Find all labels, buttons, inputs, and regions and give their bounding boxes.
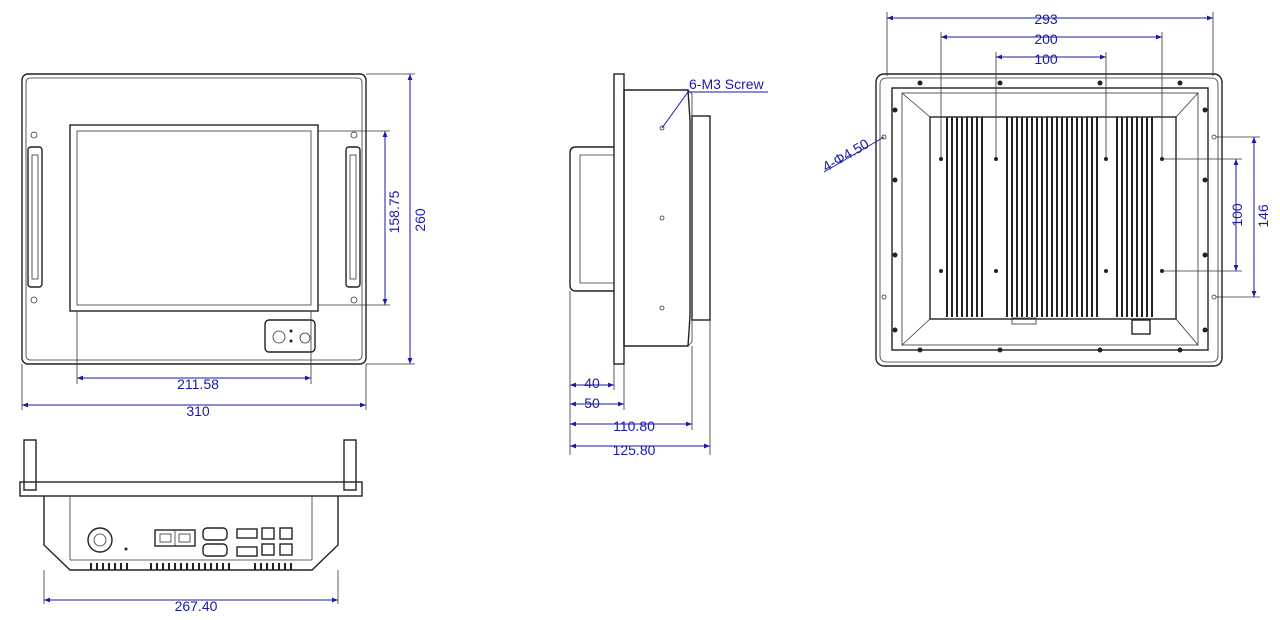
hole-callout: 4-Φ4.50 xyxy=(820,135,872,174)
front-width-label: 310 xyxy=(186,403,210,419)
mount-hole xyxy=(939,157,943,161)
right-bracket xyxy=(345,146,361,288)
display-port xyxy=(236,546,258,557)
rear-housing-inner xyxy=(901,92,1199,346)
side-handle xyxy=(569,146,614,292)
mount-hole xyxy=(1104,157,1108,161)
screen-area xyxy=(76,130,312,306)
front-height-label: 260 xyxy=(412,208,428,232)
screw-hole xyxy=(659,215,665,221)
dim-110-80: 110.80 xyxy=(613,418,655,434)
front-view: 260 158.75 211.58 310 xyxy=(21,73,428,419)
rear-dim-293: 293 xyxy=(1034,11,1058,27)
indicator-led xyxy=(289,339,293,343)
front-screw xyxy=(30,131,38,139)
usb-port xyxy=(279,527,293,540)
screw-hole xyxy=(659,305,665,311)
mount-hole xyxy=(994,157,998,161)
left-bracket-slot xyxy=(31,154,39,280)
mount-hole xyxy=(1160,269,1164,273)
rear-housing xyxy=(891,87,1209,351)
screw-hole xyxy=(659,125,665,131)
bottom-view: 267.40 xyxy=(19,439,363,614)
dim-40: 40 xyxy=(584,375,600,391)
front-screw xyxy=(350,296,358,304)
dim-50: 50 xyxy=(584,395,600,411)
left-bracket xyxy=(27,146,43,288)
usb-port xyxy=(261,527,275,540)
screen-frame xyxy=(69,124,319,312)
power-connector-icon xyxy=(87,527,113,553)
screw-label: 6-M3 Screw xyxy=(689,76,765,92)
bottom-bezel xyxy=(19,481,363,497)
dim-125-80: 125.80 xyxy=(613,442,656,458)
rear-connector xyxy=(1131,319,1151,335)
perimeter-screws xyxy=(892,80,1208,353)
mount-hole xyxy=(1160,157,1164,161)
front-bezel-inner xyxy=(25,77,363,361)
front-screw xyxy=(350,131,358,139)
com-port xyxy=(202,527,228,541)
right-bracket-slot xyxy=(349,154,357,280)
side-handle-inner xyxy=(579,154,614,284)
rear-dim-146: 146 xyxy=(1255,204,1271,228)
bezel-hole xyxy=(881,134,887,140)
side-bezel xyxy=(613,73,625,365)
bezel-hole xyxy=(881,294,887,300)
indicator-led xyxy=(289,329,293,333)
rear-dim-100-horizontal: 100 xyxy=(1034,51,1058,67)
usb-port xyxy=(261,543,275,556)
light-sensor-icon xyxy=(272,330,286,344)
mount-hole xyxy=(939,269,943,273)
usb-port xyxy=(279,543,293,556)
bezel-hole xyxy=(1211,134,1217,140)
power-button-icon xyxy=(299,332,311,344)
display-height-label: 158.75 xyxy=(386,190,402,233)
bottom-width-label: 267.40 xyxy=(175,598,218,614)
front-screw xyxy=(30,296,38,304)
hdmi-port xyxy=(236,528,258,539)
rear-port xyxy=(1011,317,1037,325)
heatsink-fins xyxy=(946,117,1153,317)
display-width-label: 211.58 xyxy=(177,376,219,392)
side-backplate xyxy=(691,115,711,321)
front-bezel-outer xyxy=(21,73,367,365)
control-panel xyxy=(264,319,316,353)
power-connector-inner xyxy=(93,533,107,547)
mount-hole xyxy=(994,269,998,273)
rear-view: 293 200 100 100 146 4-Φ4.50 xyxy=(820,11,1271,367)
bottom-housing xyxy=(43,496,339,571)
rear-bezel-outer xyxy=(875,73,1223,367)
bezel-hole xyxy=(1211,294,1217,300)
screw-leader xyxy=(661,91,689,129)
hole-leader xyxy=(823,136,885,173)
bottom-bracket-right xyxy=(343,439,357,491)
rear-dim-100-vertical: 100 xyxy=(1229,203,1245,227)
rear-dim-200: 200 xyxy=(1034,31,1058,47)
side-housing xyxy=(623,89,691,347)
bottom-bracket-left xyxy=(23,439,37,491)
side-view: 6-M3 Screw 40 50 110.80 125.80 xyxy=(569,73,768,458)
bottom-fins xyxy=(90,563,292,570)
mount-hole xyxy=(1104,269,1108,273)
rear-bezel-inner xyxy=(879,77,1219,363)
reset-hole xyxy=(124,547,128,551)
com-port xyxy=(202,543,228,557)
